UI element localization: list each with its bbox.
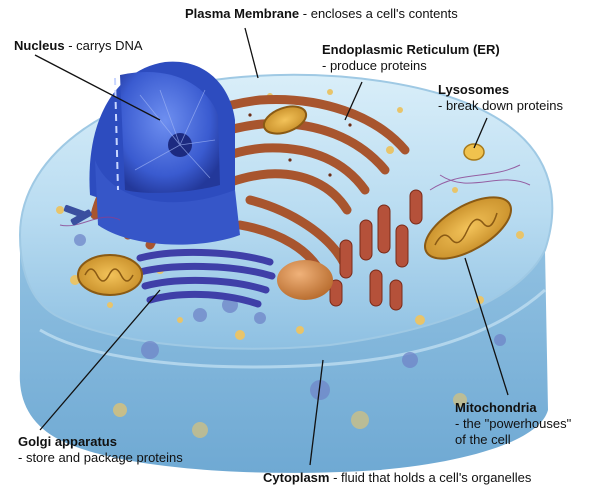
mitochondria-name: Mitochondria xyxy=(455,400,537,415)
label-golgi: Golgi apparatus - store and package prot… xyxy=(18,434,183,466)
label-plasma-membrane: Plasma Membrane - encloses a cell's cont… xyxy=(185,6,458,22)
label-mitochondria: Mitochondria - the "powerhouses" of the … xyxy=(455,400,571,448)
cytoplasm-name: Cytoplasm xyxy=(263,470,330,485)
er-name: Endoplasmic Reticulum (ER) xyxy=(322,42,500,57)
nucleus-desc: - carrys DNA xyxy=(64,38,143,53)
golgi-desc: - store and package proteins xyxy=(18,450,183,465)
lysosomes-name: Lysosomes xyxy=(438,82,510,97)
vacuole xyxy=(277,260,333,300)
plasma-membrane-name: Plasma Membrane xyxy=(185,6,300,21)
smooth-er-tubules xyxy=(329,189,423,311)
cytoplasm-desc: - fluid that holds a cell's organelles xyxy=(329,470,532,485)
plasma-membrane-desc: - encloses a cell's contents xyxy=(299,6,458,21)
mitochondria-desc-1: - the "powerhouses" xyxy=(455,416,572,431)
label-nucleus: Nucleus - carrys DNA xyxy=(14,38,143,54)
golgi-organelle xyxy=(136,248,276,308)
label-er: Endoplasmic Reticulum (ER) - produce pro… xyxy=(322,42,500,74)
mitochondria-desc-2: of the cell xyxy=(455,432,511,447)
centriole xyxy=(63,204,92,226)
label-cytoplasm: Cytoplasm - fluid that holds a cell's or… xyxy=(263,470,531,486)
golgi-name: Golgi apparatus xyxy=(18,434,117,449)
label-lysosomes: Lysosomes - break down proteins xyxy=(438,82,563,114)
mitochondria-organelles xyxy=(77,105,512,296)
er-desc: - produce proteins xyxy=(322,58,427,73)
lysosome-organelle xyxy=(463,143,485,161)
leader-lines xyxy=(34,27,509,466)
nucleus-name: Nucleus xyxy=(14,38,65,53)
cytoskeleton xyxy=(59,164,531,227)
lysosomes-desc: - break down proteins xyxy=(438,98,564,113)
